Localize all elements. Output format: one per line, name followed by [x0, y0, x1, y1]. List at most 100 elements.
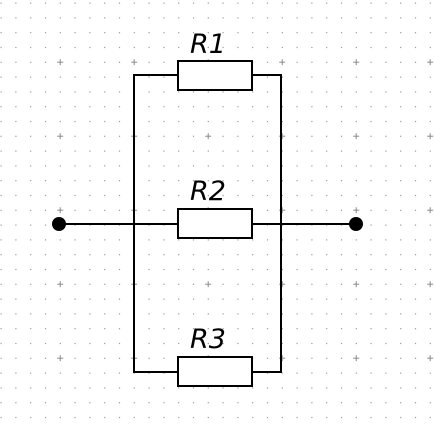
- grid-dot: [311, 402, 313, 404]
- grid-dot: [133, 32, 135, 34]
- grid-dot: [178, 254, 180, 256]
- grid-dot: [15, 268, 17, 271]
- grid-dot: [326, 342, 328, 345]
- grid-dot: [266, 120, 269, 123]
- grid-dot: [118, 387, 121, 389]
- grid-dot: [222, 165, 224, 167]
- grid-dot: [0, 254, 2, 256]
- grid-dot: [340, 298, 343, 300]
- grid-dot: [370, 402, 372, 404]
- grid-dot: [385, 165, 387, 167]
- grid-dot: [44, 416, 47, 419]
- grid-dot: [44, 165, 47, 167]
- grid-dot: [207, 17, 209, 19]
- grid-dot: [296, 61, 298, 63]
- grid-dot: [133, 402, 135, 404]
- grid-dot: [207, 165, 209, 167]
- grid-dot: [118, 46, 121, 49]
- grid-dot: [414, 357, 417, 359]
- grid-dot: [15, 165, 17, 167]
- grid-dot: [237, 91, 239, 93]
- grid-dot: [192, 120, 195, 123]
- grid-dot: [178, 17, 180, 19]
- grid-dot: [148, 372, 150, 374]
- grid-dot: [370, 357, 372, 359]
- grid-dot: [148, 194, 150, 197]
- grid-dot: [163, 135, 165, 137]
- grid-dot: [266, 2, 269, 4]
- grid-dot: [266, 150, 269, 152]
- grid-dot: [30, 106, 32, 108]
- grid-dot: [266, 416, 269, 419]
- grid-dot: [414, 76, 417, 78]
- grid-dot: [148, 298, 150, 300]
- grid-dot: [266, 17, 269, 19]
- grid-dot: [370, 106, 372, 108]
- grid-dot: [311, 357, 313, 359]
- grid-dot: [385, 91, 387, 93]
- grid-dot: [59, 180, 61, 182]
- grid-dot: [74, 224, 76, 226]
- grid-dot: [400, 135, 402, 137]
- grid-dot: [192, 17, 195, 19]
- grid-dot: [311, 135, 313, 137]
- grid-dot: [311, 32, 313, 34]
- grid-dot: [192, 180, 195, 182]
- grid-dot: [400, 17, 402, 19]
- grid-dot: [385, 328, 387, 330]
- grid-dot: [355, 387, 357, 389]
- grid-dot: [266, 224, 269, 226]
- grid-dot: [281, 298, 283, 300]
- grid-dot: [237, 328, 239, 330]
- grid-dot: [281, 254, 283, 256]
- grid-dot: [429, 165, 431, 167]
- grid-dot: [192, 150, 195, 152]
- grid-dot: [340, 387, 343, 389]
- grid-dot: [148, 150, 150, 152]
- grid-dot: [281, 313, 283, 315]
- grid-dot: [340, 254, 343, 256]
- grid-dot: [207, 313, 209, 315]
- grid-dot: [266, 165, 269, 167]
- grid-dot: [148, 165, 150, 167]
- grid-dot: [74, 416, 76, 419]
- grid-dot: [0, 283, 2, 285]
- grid-dot: [429, 372, 431, 374]
- grid-dot: [252, 268, 254, 271]
- grid-dot: [59, 32, 61, 34]
- grid-dot: [266, 328, 269, 330]
- grid-dot: [296, 313, 298, 315]
- grid-dot: [207, 32, 209, 34]
- grid-dot: [252, 328, 254, 330]
- grid-dot: [296, 402, 298, 404]
- grid-dot: [15, 17, 17, 19]
- grid-dot: [118, 254, 121, 256]
- grid-dot: [44, 17, 47, 19]
- grid-dot: [89, 224, 91, 226]
- grid-dot: [326, 17, 328, 19]
- grid-dot: [118, 357, 121, 359]
- grid-dot: [429, 120, 431, 123]
- grid-dot: [370, 46, 372, 49]
- grid-dot: [15, 76, 17, 78]
- grid-dot: [192, 46, 195, 49]
- grid-dot: [266, 76, 269, 78]
- grid-dot: [340, 342, 343, 345]
- grid-dot: [59, 120, 61, 123]
- grid-dot: [44, 120, 47, 123]
- grid-dot: [30, 150, 32, 152]
- grid-dot: [222, 194, 224, 197]
- grid-dot: [370, 76, 372, 78]
- grid-dot: [237, 120, 239, 123]
- grid-dot: [222, 135, 224, 137]
- grid-dot: [326, 416, 328, 419]
- grid-dot: [104, 342, 106, 345]
- grid-dot: [266, 106, 269, 108]
- grid-dot: [0, 135, 2, 137]
- grid-dot: [385, 135, 387, 137]
- grid-dot: [252, 106, 254, 108]
- grid-dot: [311, 372, 313, 374]
- grid-dot: [15, 32, 17, 34]
- grid-dot: [296, 283, 298, 285]
- grid-dot: [355, 268, 357, 271]
